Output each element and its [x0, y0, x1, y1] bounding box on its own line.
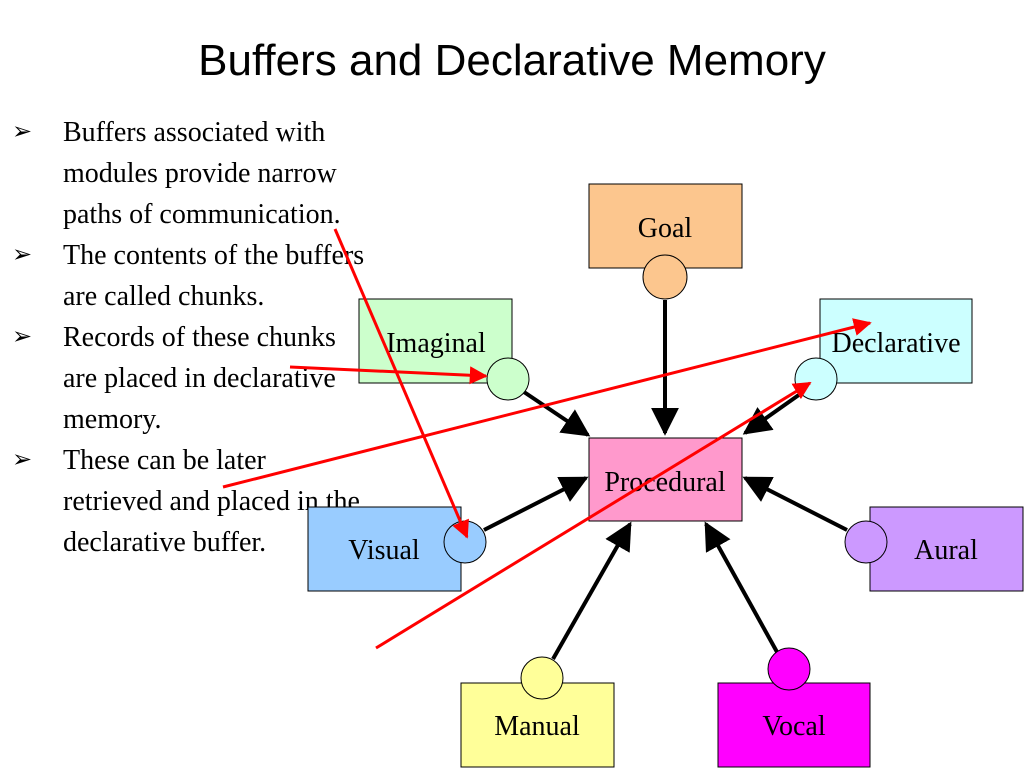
- bullet-item: ➢ The contents of the buffers are called…: [12, 235, 372, 317]
- visual-to-procedural-arrow: [483, 476, 589, 532]
- visual-buffer: [443, 520, 487, 564]
- declarative-label: Declarative: [831, 328, 960, 359]
- arrowhead-bullet-icon: ➢: [12, 447, 33, 473]
- aural-module: Aural: [844, 506, 1024, 592]
- declarative-module: Declarative: [794, 298, 973, 401]
- procedural-box: [588, 437, 743, 522]
- bullet-text: Buffers associated with modules provide …: [63, 117, 341, 230]
- declarative-buffer: [794, 357, 838, 401]
- imaginal-module: Imaginal: [358, 298, 530, 401]
- bullet-text: Records of these chunks are placed in de…: [63, 322, 336, 435]
- annotation-arrow-to-visual-buffer: [333, 228, 469, 539]
- manual-buffer: [520, 656, 564, 700]
- bullet-item: ➢ Records of these chunks are placed in …: [12, 317, 372, 440]
- procedural-module: Procedural: [588, 437, 743, 522]
- visual-box: [307, 506, 462, 592]
- bullet-list: ➢ Buffers associated with modules provid…: [12, 112, 372, 563]
- annotation-arrows: [222, 228, 872, 650]
- aural-buffer: [844, 520, 888, 564]
- annotation-arrow-to-imaginal-buffer: [289, 365, 488, 385]
- slide-title: Buffers and Declarative Memory: [198, 36, 826, 85]
- aural-to-procedural-arrow: [742, 476, 848, 532]
- imaginal-buffer: [486, 357, 530, 401]
- aural-label: Aural: [914, 535, 978, 566]
- goal-label: Goal: [638, 213, 693, 244]
- vocal-module: Vocal: [717, 647, 871, 768]
- annotation-arrow-to-declarative-module: [222, 318, 872, 489]
- visual-label: Visual: [348, 535, 420, 566]
- arrowhead-bullet-icon: ➢: [12, 324, 33, 350]
- imaginal-to-procedural-arrow: [522, 390, 591, 437]
- vocal-to-procedural-arrow: [704, 521, 779, 653]
- arrowhead-bullet-icon: ➢: [12, 242, 33, 268]
- manual-to-procedural-arrow: [551, 521, 632, 660]
- goal-module: Goal: [588, 183, 743, 300]
- goal-box: [588, 183, 743, 269]
- declarative-to-procedural-arrow: [742, 390, 805, 435]
- imaginal-label: Imaginal: [386, 328, 486, 359]
- vocal-buffer: [767, 647, 811, 691]
- bullet-text: The contents of the buffers are called c…: [63, 240, 365, 312]
- vocal-label: Vocal: [762, 711, 825, 742]
- manual-module: Manual: [460, 656, 615, 768]
- declarative-box: [819, 298, 973, 384]
- manual-label: Manual: [494, 711, 580, 742]
- goal-buffer: [642, 254, 688, 300]
- visual-module: Visual: [307, 506, 487, 592]
- bullet-item: ➢ Buffers associated with modules provid…: [12, 112, 372, 235]
- annotation-arrow-to-declarative-buffer: [375, 381, 812, 650]
- vocal-box: [717, 682, 871, 768]
- arrowhead-bullet-icon: ➢: [12, 119, 33, 145]
